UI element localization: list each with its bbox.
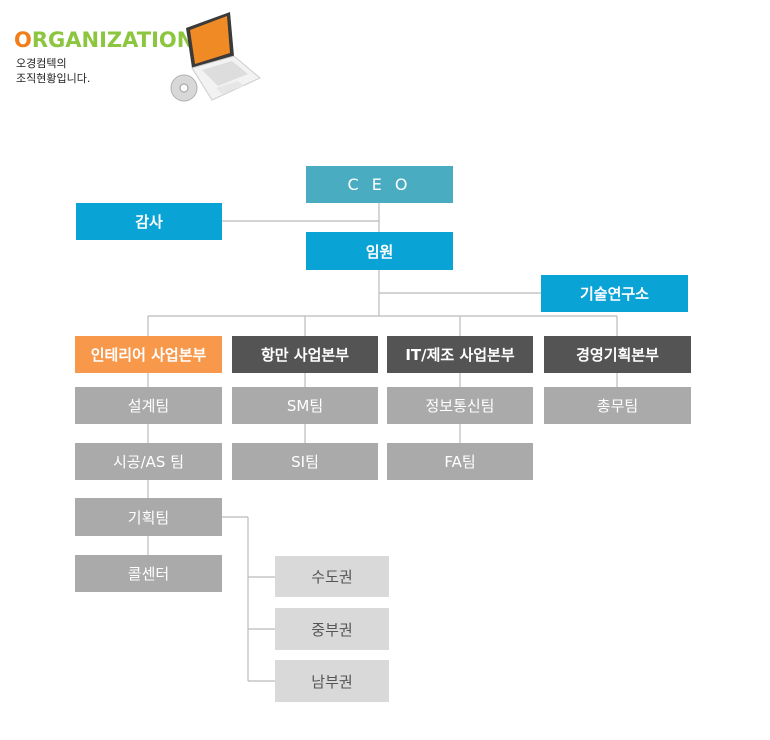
region-capital-area: 수도권 [275,556,389,597]
team-general-affairs: 총무팀 [544,387,691,424]
division-port: 항만 사업본부 [232,336,378,373]
research-lab-box: 기술연구소 [541,275,688,312]
team-si: SI팀 [232,443,378,480]
executive-box: 임원 [306,232,453,270]
title-rest: RGANIZATION [31,28,195,52]
division-it-manufacturing: IT/제조 사업본부 [387,336,533,373]
team-call-center: 콜센터 [75,555,222,592]
team-fa: FA팀 [387,443,533,480]
organization-title: ORGANIZATION [14,28,194,52]
laptop-cd-illustration [170,12,261,102]
audit-box: 감사 [76,203,222,240]
ceo-box: C E O [306,166,453,203]
team-planning: 기획팀 [75,498,222,536]
team-design: 설계팀 [75,387,222,424]
division-interior: 인테리어 사업본부 [75,336,222,373]
page-subtitle: 오경컴텍의 조직현황입니다. [16,57,91,85]
team-construction-as: 시공/AS 팀 [75,443,222,480]
team-information-communication: 정보통신팀 [387,387,533,424]
title-first-letter: O [14,28,32,52]
region-southern: 남부권 [275,660,389,702]
team-sm: SM팀 [232,387,378,424]
region-central: 중부권 [275,608,389,650]
division-management-planning: 경영기획본부 [544,336,691,373]
